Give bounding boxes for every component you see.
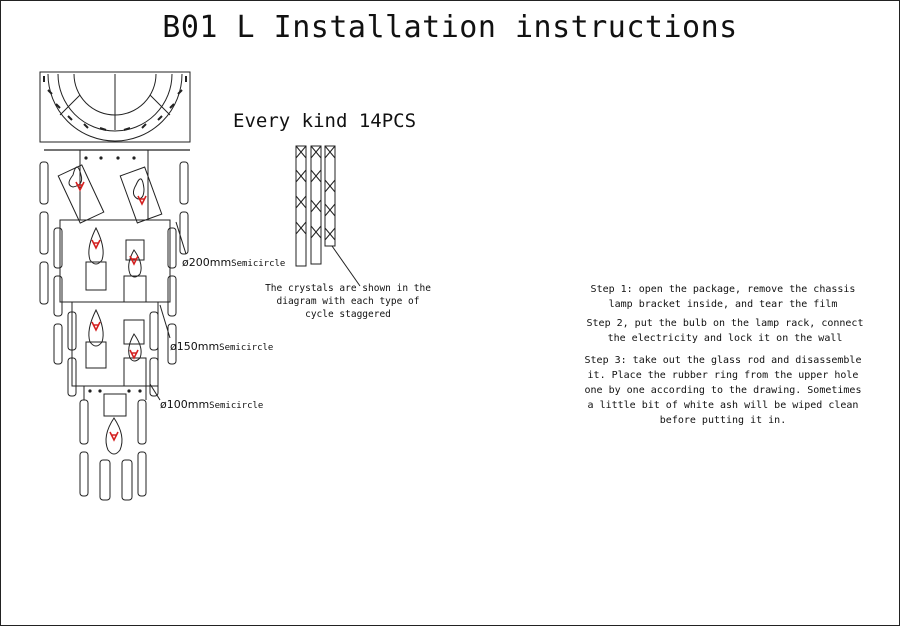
tier-frame-200 <box>60 149 170 221</box>
semicircle-label-200: ø200mmSemicircle <box>182 256 286 269</box>
step-2: Step 2, put the bulb on the lamp rack, c… <box>586 318 864 344</box>
semicircle-label-100: ø100mmSemicircle <box>160 398 264 411</box>
semicircle-label-150: ø150mmSemicircle <box>170 340 274 353</box>
tier-frame-150 <box>59 219 171 303</box>
step-1: Step 1: open the package, remove the cha… <box>590 284 856 310</box>
crystal-samples <box>295 145 361 287</box>
bulb-filaments <box>75 181 147 442</box>
crystal-rods <box>39 161 189 501</box>
crystal-count-heading: Every kind 14PCS <box>233 110 417 132</box>
tier-frame-100 <box>71 301 159 400</box>
page-title: B01 L Installation instructions <box>162 10 738 45</box>
canopy-plate <box>39 71 191 143</box>
bulbs <box>57 164 163 455</box>
crystal-note: The crystals are shown in the diagram wi… <box>265 283 431 320</box>
step-3: Step 3: take out the glass rod and disas… <box>584 355 862 426</box>
